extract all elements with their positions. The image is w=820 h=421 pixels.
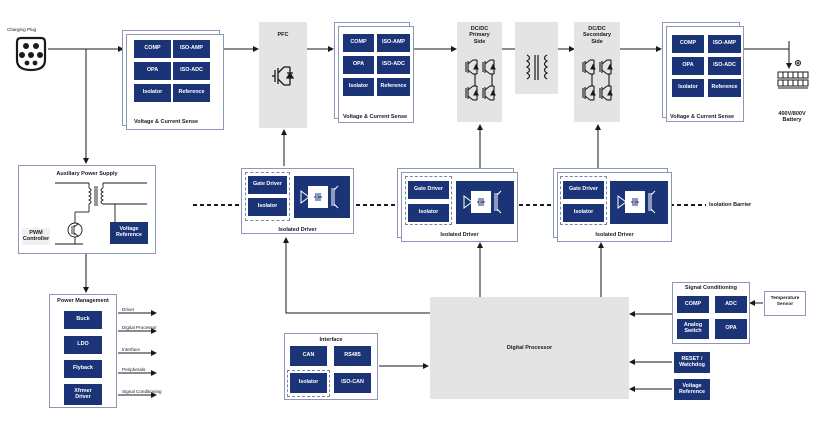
aux-supply-title: Auxiliary Power Supply <box>56 171 118 177</box>
sense-left-isolator: Isolator <box>134 84 171 102</box>
sense-mid-iso-amp: ISO-AMP <box>377 34 410 52</box>
sense-right-iso-adc: ISO-ADC <box>708 57 741 75</box>
charging-plug-label: Charging Plug <box>7 27 37 32</box>
sense-right-isolator: Isolator <box>672 79 704 97</box>
sc-adc: ADC <box>715 296 747 313</box>
sense-left-caption: Voltage & Current Sense <box>134 119 199 125</box>
driver-3-dashed <box>560 176 607 225</box>
driver-3-isolator: Isolator <box>563 204 604 222</box>
full-bridge-primary-icon <box>463 58 497 104</box>
driver-3-gate-driver: Gate Driver <box>563 181 604 199</box>
sense-right-opa: OPA <box>672 57 704 75</box>
sense-right-caption: Voltage & Current Sense <box>670 114 735 120</box>
battery-icon <box>774 60 810 102</box>
driver-1-caption: Isolated Driver <box>278 227 317 233</box>
temperature-sensor-label: Temperature Sensor <box>770 296 800 307</box>
driver-3-caption: Isolated Driver <box>595 232 634 238</box>
dp-voltage-reference: Voltage Reference <box>674 379 710 400</box>
driver-1-gate-driver: Gate Driver <box>248 176 287 194</box>
sense-right-reference: Reference <box>708 79 741 97</box>
driver-1-dashed <box>245 172 290 221</box>
pfc-label: PFC <box>277 32 289 38</box>
digital-isolator-icon <box>617 189 661 215</box>
pfc-block <box>259 22 307 128</box>
driver-2-gate-driver: Gate Driver <box>408 181 449 199</box>
pm-output-interface: Interface <box>122 347 140 352</box>
aux-voltage-reference: Voltage Reference <box>110 222 148 244</box>
sc-opa: OPA <box>715 319 747 339</box>
dcdc-secondary-label: DC/DC Secondary Side <box>582 26 612 45</box>
sc-analog-switch: Analog Switch <box>677 319 709 339</box>
transformer-block <box>515 22 558 94</box>
pm-ldo: LDO <box>64 336 102 354</box>
flyback-transformer-icon <box>55 178 155 248</box>
interface-can: CAN <box>290 346 327 366</box>
driver-2-isolator: Isolator <box>408 204 449 222</box>
driver-2-caption: Isolated Driver <box>440 232 479 238</box>
interface-dashed <box>287 370 330 397</box>
sense-mid-comp: COMP <box>343 34 374 52</box>
sense-left-iso-adc: ISO-ADC <box>173 62 210 80</box>
driver-1-isolator: Isolator <box>248 198 287 216</box>
pm-xfrmer-driver: Xfrmer Driver <box>64 384 102 405</box>
reset-watchdog: RESET / Watchdog <box>674 352 710 373</box>
sense-mid-iso-adc: ISO-ADC <box>377 56 410 74</box>
battery-label: 400V/800V Battery <box>778 111 806 124</box>
pm-output-peripherals: Peripherals <box>122 367 146 372</box>
sense-left-iso-amp: ISO-AMP <box>173 40 210 58</box>
temperature-sensor-panel <box>764 291 806 316</box>
sc-comp: COMP <box>677 296 709 313</box>
sense-left-comp: COMP <box>134 40 171 58</box>
digital-processor-block <box>430 297 629 399</box>
isolation-barrier-label: Isolation Barrier <box>709 202 752 208</box>
interface-isolator: Isolator <box>290 373 327 393</box>
dcdc-secondary-block <box>574 22 620 122</box>
igbt-icon <box>271 64 295 88</box>
pm-output-digital-processor: Digital Processor <box>122 325 157 330</box>
power-management-title: Power Management <box>57 298 109 304</box>
digital-isolator-icon <box>463 189 507 215</box>
sense-mid-isolator: Isolator <box>343 78 374 96</box>
interface-iso-can: ISO-CAN <box>334 373 371 393</box>
pm-flyback: Flyback <box>64 360 102 378</box>
sense-mid-opa: OPA <box>343 56 374 74</box>
digital-processor-label: Digital Processor <box>506 345 553 351</box>
pm-output-driver: Driver <box>122 307 135 312</box>
pwm-controller: PWM Controller <box>22 228 50 245</box>
pm-buck: Buck <box>64 311 102 329</box>
signal-conditioning-title: Signal Conditioning <box>685 285 737 291</box>
charging-plug-icon <box>13 36 49 72</box>
interface-rs485: RS485 <box>334 346 371 366</box>
digital-isolator-icon <box>300 184 344 210</box>
transformer-icon <box>525 53 549 83</box>
driver-2-dashed <box>405 176 452 225</box>
sense-right-iso-amp: ISO-AMP <box>708 35 741 53</box>
sense-left-opa: OPA <box>134 62 171 80</box>
sense-mid-caption: Voltage & Current Sense <box>343 114 408 120</box>
sense-right-comp: COMP <box>672 35 704 53</box>
sense-left-reference: Reference <box>173 84 210 102</box>
pm-output-signal-conditioning: Signal Conditioning <box>122 389 162 394</box>
sense-mid-reference: Reference <box>377 78 410 96</box>
interface-title: Interface <box>319 337 343 343</box>
full-bridge-secondary-icon <box>580 58 614 104</box>
dcdc-primary-label: DC/DC Primary Side <box>469 26 490 45</box>
